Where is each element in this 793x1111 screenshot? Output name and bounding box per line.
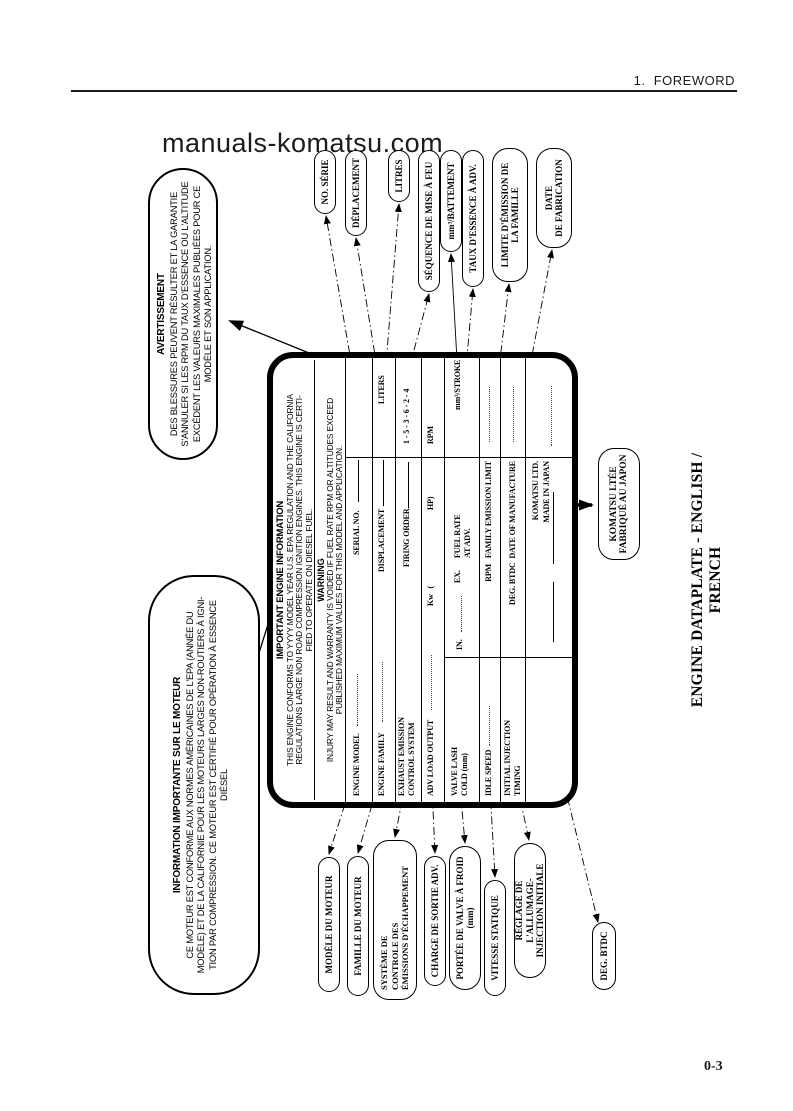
blank-field-line	[553, 582, 554, 642]
grid-line	[395, 358, 396, 802]
callout-systeme-controle: SYSTÈME DE CONTROLE DES ÉMISSIONS D'ÉCHA…	[373, 840, 417, 1000]
grid-line	[345, 457, 572, 458]
blank-field-line	[357, 674, 358, 726]
field-rpm-family-limit: RPM FAMILY EMISSION LIMIT	[484, 461, 493, 582]
field-hp: HP)	[426, 496, 435, 510]
field-initial-injection-line2: TIMING	[513, 765, 522, 796]
blank-field-line	[551, 386, 552, 446]
warning-callout-body: DES BLESSURES PEUVENT RÉSULTER ET LA GAR…	[169, 181, 214, 447]
field-firing-order-value: 1 - 5 - 3 - 6 - 2 - 4	[402, 388, 411, 444]
callout-reglage-allumage: RÉGLAGE DE L'ALLUMAGE- INJECTION INITIAL…	[514, 843, 546, 978]
blank-field-line	[489, 387, 490, 442]
blank-field-line	[382, 662, 383, 722]
leader-serial-no	[323, 215, 369, 461]
field-maker-line1: KOMATSU LTD.	[531, 461, 540, 521]
field-serial-no: SERIAL NO.	[352, 510, 361, 555]
callout-vitesse-statique: VITESSE STATIQUE	[484, 880, 506, 996]
field-idle-speed: IDLE SPEED	[484, 749, 493, 796]
field-exhaust-line2: CONTROL SYSTEM	[407, 722, 416, 796]
callout-date-fabrication: DATE DE FABRICATION	[536, 148, 572, 248]
callout-modele-moteur: MODÈLE DU MOTEUR	[318, 857, 340, 992]
field-firing-order: FIRING ORDER	[402, 508, 411, 567]
blank-field-line	[383, 460, 384, 506]
callout-litres: LITRES	[388, 150, 410, 202]
field-engine-family: ENGINE FAMILY	[377, 732, 386, 796]
field-engine-model: ENGINE MODEL	[352, 733, 361, 796]
engine-dataplate: IMPORTANT ENGINE INFORMATION THIS ENGINE…	[267, 352, 578, 808]
blank-field-line	[431, 655, 432, 710]
warning-callout: AVERTISSEMENT DES BLESSURES PEUVENT RÉSU…	[148, 168, 218, 460]
grid-line	[372, 358, 373, 802]
info-callout-body: CE MOTEUR EST CONFORME AUX NORMES AMÉRIC…	[185, 596, 230, 974]
grid-line	[444, 657, 572, 658]
field-kw: Kw (	[426, 585, 435, 606]
engine-dataplate-figure: INFORMATION IMPORTANTE SUR LE MOTEUR CE …	[140, 130, 740, 1010]
grid-line	[345, 358, 346, 802]
callout-charge-sortie-adv: CHARGE DE SORTIE ADV.	[424, 856, 446, 986]
grid-line	[525, 358, 526, 802]
header-rule	[71, 90, 737, 92]
section-header: 1. FOREWORD	[633, 73, 735, 88]
field-fuel-rate-line1: FUEL RATE	[453, 514, 462, 558]
blank-field-line	[553, 492, 554, 564]
grid-line	[444, 358, 445, 802]
field-in: IN.	[455, 639, 464, 650]
field-liters: LITERS	[377, 375, 386, 404]
leader-liters	[384, 203, 402, 377]
leader-valve-lash	[457, 764, 468, 844]
grid-line	[500, 358, 501, 802]
callout-sequence-mise-a-feu: SÉQUENCE DE MISE À FEU	[418, 150, 440, 292]
field-deg-btdc-date: DEG. BTDC DATE OF MANUFACTURE	[508, 461, 517, 605]
grid-line	[314, 360, 315, 800]
blank-field-line	[358, 460, 359, 502]
plate-conformity-text: THIS ENGINE CONFORMS TO YYYY MODEL YEAR …	[285, 394, 314, 766]
blank-field-line	[513, 387, 514, 442]
callout-deplacement: DÉPLACEMENT	[345, 150, 367, 236]
warning-callout-arrow	[228, 320, 310, 354]
leader-firing-order	[405, 293, 431, 381]
callout-taux-essence-adv: TAUX D'ESSENCE À ADV.	[462, 150, 484, 287]
plate-warning-text: INJURY MAY RESULT AND WARRANTY IS VOIDED…	[325, 397, 345, 763]
callout-limite-emission: LIMITE D'ÉMISSION DE LA FAMILLE	[492, 148, 528, 282]
callout-mm3-battement: mm³/BATTEMENT	[440, 150, 462, 252]
field-fuel-rate-line2: AT ADV.	[463, 528, 472, 558]
page-number: 0-3	[704, 1059, 723, 1074]
callout-no-serie: NO. SÉRIE	[314, 150, 336, 214]
callout-portee-valve-froid: PORTÉE DE VALVE À FROID (mm)	[449, 846, 481, 990]
callout-komatsu-ltee: KOMATSU LTÉE FABRIQUÉ AU JAPON	[598, 448, 640, 560]
leader-adv-load	[430, 764, 439, 854]
field-maker-line2: MADE IN JAPAN	[542, 461, 551, 523]
field-ex: EX.	[453, 570, 462, 583]
field-valve-lash-line1: VALVE LASH	[450, 746, 459, 796]
callout-deg-btdc: DEG. BTDC	[592, 922, 616, 990]
blank-field-line	[408, 462, 409, 508]
field-displacement: DISPLACEMENT	[377, 508, 386, 572]
leader-mm3-stroke	[447, 253, 458, 361]
info-callout: INFORMATION IMPORTANTE SUR LE MOTEUR CE …	[148, 575, 260, 995]
field-rpm: RPM	[426, 426, 435, 444]
field-exhaust-line1: EXHAUST EMISSION	[397, 717, 406, 796]
figure-caption: ENGINE DATAPLATE - ENGLISH / FRENCH	[689, 452, 724, 708]
field-valve-lash-line2: COLD (mm)	[460, 753, 469, 796]
blank-field-line	[489, 706, 490, 746]
info-callout-title: INFORMATION IMPORTANTE SUR LE MOTEUR	[172, 676, 183, 894]
blank-field-line	[461, 596, 462, 632]
field-initial-injection-line1: INITIAL INJECTION	[503, 720, 512, 796]
field-adv-load-output: ADV LOAD OUTPUT	[426, 719, 435, 796]
leader-fuel-rate	[456, 288, 476, 471]
leader-deg-btdc	[511, 571, 600, 923]
warning-callout-title: AVERTISSEMENT	[156, 273, 167, 355]
grid-line	[421, 358, 422, 802]
grid-line	[479, 358, 480, 802]
field-mm3-stroke: mm³/STROKE	[453, 359, 462, 410]
callout-famille-moteur: FAMILLE DU MOTEUR	[347, 856, 369, 996]
